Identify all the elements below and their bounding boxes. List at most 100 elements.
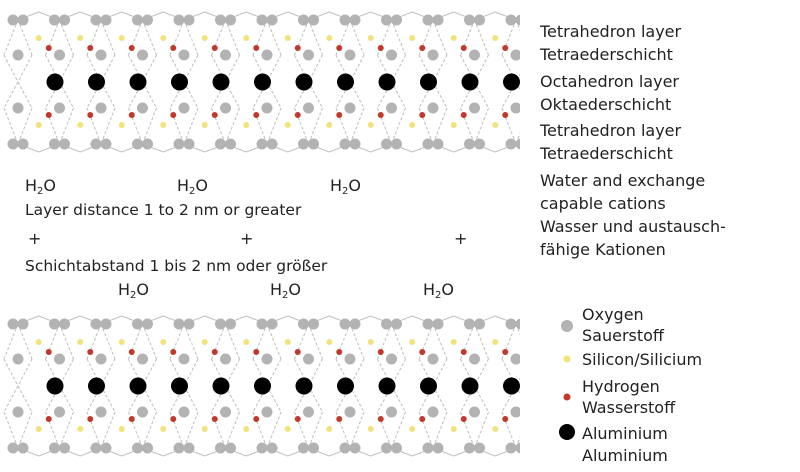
oxygen-atom <box>220 102 231 114</box>
oxygen-atom <box>422 14 434 26</box>
oxygen-atom <box>474 14 485 26</box>
hydrogen-atom <box>377 349 384 355</box>
bond-line <box>307 323 324 360</box>
oxygen-atom <box>132 318 143 330</box>
silicon-atom <box>326 122 333 128</box>
oxygen-atom <box>95 406 107 418</box>
oxygen-atom <box>100 442 112 454</box>
bond-line <box>224 323 241 360</box>
oxygen-atom <box>100 138 112 150</box>
aluminium-atom <box>378 73 396 91</box>
hydrogen-atom <box>377 45 384 51</box>
bond-line <box>266 411 282 449</box>
oxygen-atom <box>17 138 29 150</box>
bond-line <box>141 107 158 145</box>
oxygen-atom <box>386 102 397 114</box>
oxygen-atom <box>266 14 278 26</box>
bond-line <box>307 19 324 56</box>
oxygen-atom <box>137 353 148 365</box>
bond-line <box>224 411 241 449</box>
oxygen-atom <box>427 406 439 418</box>
oxygen-atom <box>132 14 143 26</box>
aluminium-atom <box>129 377 147 395</box>
bond-line <box>266 107 282 145</box>
oxygen-atom <box>303 102 314 114</box>
bond-line <box>432 107 448 145</box>
silicon-atom <box>409 339 416 345</box>
oxygen-atom <box>469 49 480 61</box>
oxygen-atom <box>173 442 185 454</box>
bond-line <box>390 107 407 145</box>
silicon-atom <box>409 426 416 432</box>
bond-line <box>224 19 241 56</box>
hydrogen-atom <box>128 112 135 118</box>
bond-line <box>3 411 19 449</box>
oxygen-atom <box>59 138 70 150</box>
oxygen-atom <box>386 406 397 418</box>
hydrogen-atom <box>377 112 384 118</box>
hydrogen-atom <box>502 45 509 51</box>
bond-line <box>183 323 199 360</box>
hydrogen-atom <box>253 416 260 422</box>
hydrogen-atom <box>211 112 218 118</box>
silicon-atom <box>243 339 250 345</box>
bond-line <box>100 107 116 145</box>
oxygen-atom <box>178 406 190 418</box>
bond-line <box>307 411 324 449</box>
oxygen-atom <box>510 406 520 418</box>
oxygen-atom <box>344 406 356 418</box>
silicon-atom <box>118 339 125 345</box>
oxygen-atom <box>505 318 517 330</box>
aluminium-atom <box>171 73 188 91</box>
bond-line <box>473 411 490 449</box>
silicon-atom <box>77 339 84 345</box>
oxygen-atom <box>303 353 314 365</box>
silicon-atom <box>243 426 250 432</box>
hydrogen-atom <box>502 349 509 355</box>
aluminium-atom <box>46 73 64 91</box>
oxygen-atom <box>474 138 485 150</box>
oxygen-atom <box>54 49 65 61</box>
oxygen-atom <box>215 318 226 330</box>
aluminium-atom <box>295 73 313 91</box>
oxygen-atom <box>220 49 231 61</box>
silicon-atom <box>492 35 499 41</box>
oxygen-atom <box>7 442 19 454</box>
oxygen-atom <box>142 442 153 454</box>
oxygen-atom <box>339 14 351 26</box>
oxygen-atom <box>12 353 24 365</box>
oxygen-atom <box>432 14 444 26</box>
silicon-atom <box>201 35 208 41</box>
oxygen-atom <box>215 14 226 26</box>
oxygen-atom <box>303 406 314 418</box>
silicon-atom <box>492 339 499 345</box>
oxygen-atom <box>349 14 361 26</box>
oxygen-atom <box>432 318 444 330</box>
hydrogen-atom <box>170 45 177 51</box>
aluminium-atom <box>461 377 479 395</box>
bond-line <box>17 323 33 360</box>
oxygen-atom <box>344 353 356 365</box>
oxygen-atom <box>215 138 226 150</box>
oxygen-atom <box>173 138 185 150</box>
oxygen-atom <box>220 406 231 418</box>
silicon-atom <box>77 122 84 128</box>
oxygen-atom <box>12 102 24 114</box>
oxygen-atom <box>90 14 102 26</box>
bond-line <box>515 132 520 145</box>
oxygen-atom <box>132 442 143 454</box>
bond-line <box>183 107 199 145</box>
oxygen-atom <box>225 318 236 330</box>
oxygen-atom <box>49 318 60 330</box>
hydrogen-atom <box>128 416 135 422</box>
water-molecule-label: H2O <box>330 176 361 197</box>
oxygen-atom <box>95 353 107 365</box>
oxygen-atom <box>391 318 402 330</box>
oxygen-atom <box>59 442 70 454</box>
oxygen-atom <box>308 318 319 330</box>
silicon-atom <box>450 426 457 432</box>
silicon-atom <box>77 35 84 41</box>
silicon-atom <box>35 426 42 432</box>
silicon-atom <box>492 122 499 128</box>
bond-line <box>266 323 282 360</box>
